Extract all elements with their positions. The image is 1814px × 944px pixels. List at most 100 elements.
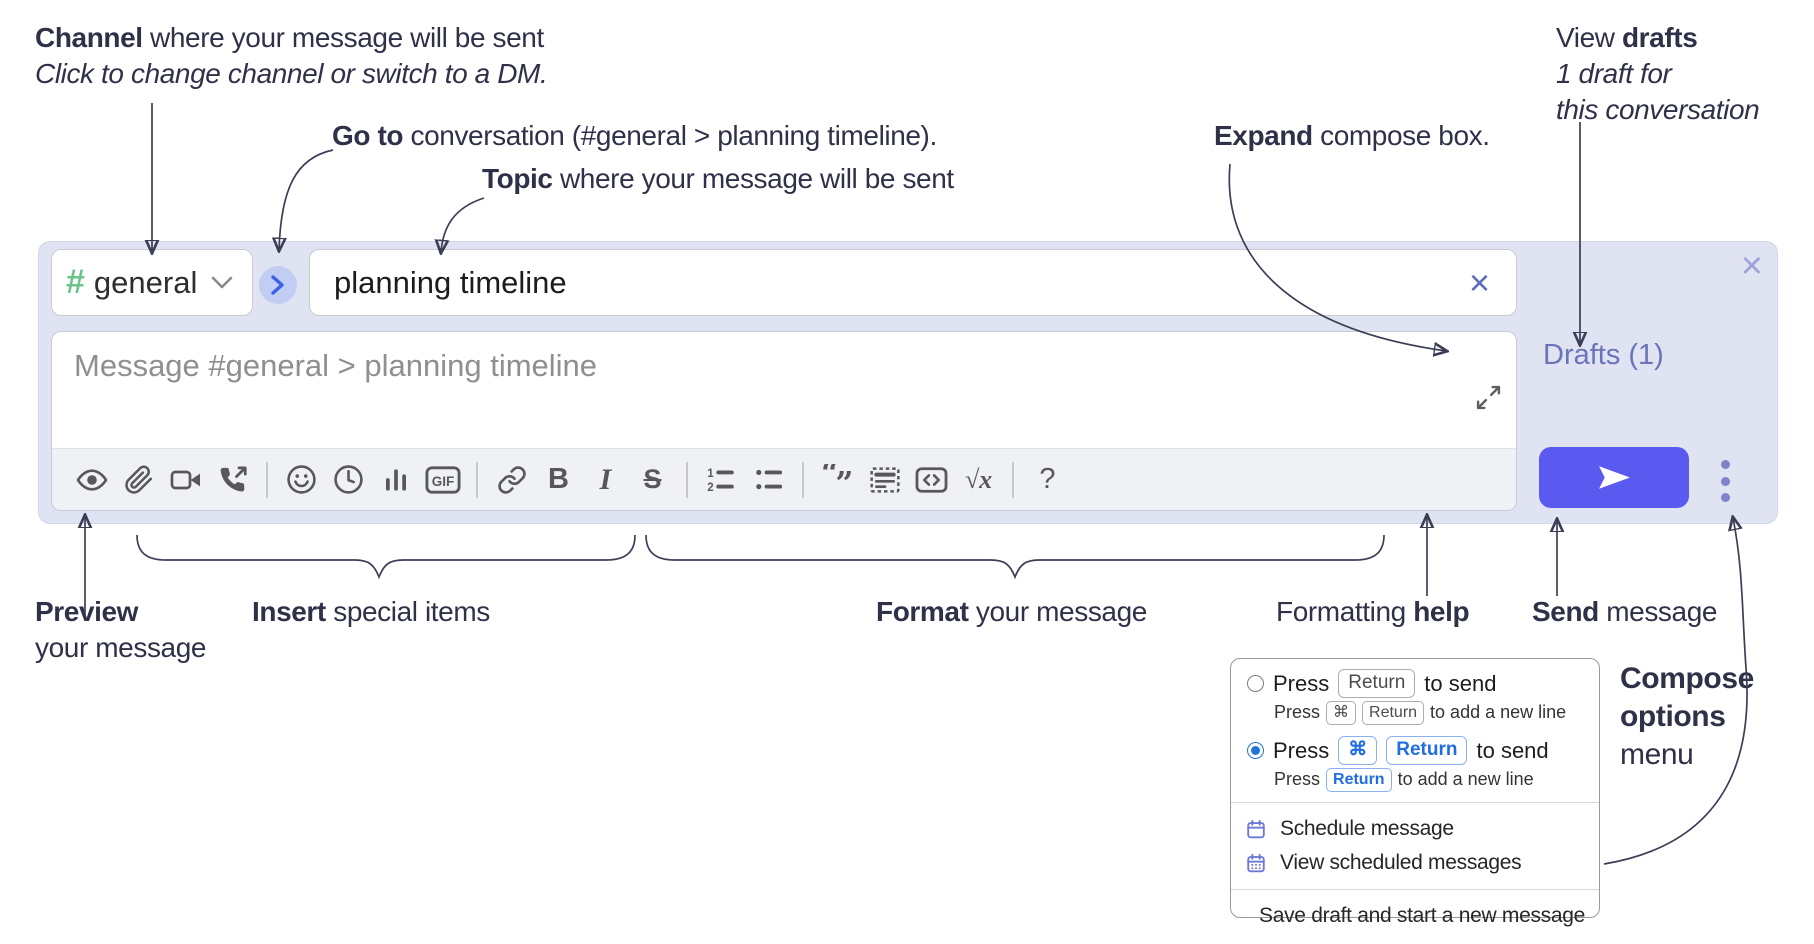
toolbar-divider (476, 461, 478, 498)
menu-item-schedule-message[interactable]: Schedule message (1231, 812, 1599, 846)
svg-text:”: ” (835, 466, 853, 496)
svg-text:2: 2 (707, 481, 713, 494)
numbered-list-icon: 1 2 (707, 467, 734, 494)
global-time-button[interactable] (325, 456, 372, 504)
compose-box: # general planning timeline × × Message … (38, 241, 1778, 524)
expand-compose-button[interactable] (1475, 384, 1502, 414)
topic-input[interactable]: planning timeline × (309, 249, 1517, 316)
annotation-preview-bold: Preview (35, 596, 139, 627)
bulleted-list-button[interactable] (745, 456, 792, 504)
bold-button[interactable]: B (535, 456, 582, 504)
send-icon (1598, 466, 1630, 489)
expand-icon (1476, 385, 1501, 410)
numbered-list-button[interactable]: 1 2 (698, 456, 745, 504)
gif-button[interactable]: GIF (419, 456, 466, 504)
bulleted-list-icon (756, 469, 783, 490)
help-label: ? (1039, 463, 1056, 495)
preview-button[interactable] (68, 456, 115, 504)
drafts-link[interactable]: Drafts (1) (1543, 339, 1664, 371)
brace-insert-group (136, 534, 636, 580)
return-key: Return (1326, 767, 1392, 792)
annotation-preview-rest: your message (35, 632, 207, 663)
strikethrough-button[interactable]: S (629, 456, 676, 504)
channel-name: general (93, 264, 198, 300)
ellipsis-dot (1720, 476, 1730, 486)
annotation-channel-sub: Click to change channel or switch to a D… (35, 58, 548, 89)
code-icon (915, 466, 948, 493)
option1-sub-tail: to add a new line (1430, 702, 1567, 722)
return-key: Return (1338, 669, 1416, 698)
annotation-expand-bold: Expand (1214, 120, 1313, 151)
annotation-expand: Expand compose box. (1214, 118, 1490, 154)
math-button[interactable]: √x (955, 456, 1002, 504)
bar-chart-icon (385, 468, 406, 491)
emoji-button[interactable] (278, 456, 325, 504)
italic-button[interactable]: I (582, 456, 629, 504)
annotation-format: Format your message (876, 594, 1147, 630)
strikethrough-label: S (643, 464, 662, 494)
ellipsis-dot (1720, 493, 1730, 502)
annotation-topic: Topic where your message will be sent (482, 161, 954, 197)
annotation-goto-rest: conversation (#general > planning timeli… (403, 120, 937, 151)
code-button[interactable] (908, 456, 955, 504)
message-input[interactable]: Message #general > planning timeline (51, 331, 1517, 511)
quote-button[interactable]: “ ” (814, 456, 861, 504)
message-placeholder: Message #general > planning timeline (74, 348, 598, 383)
topic-clear-button[interactable]: × (1468, 261, 1490, 303)
topic-value: planning timeline (334, 264, 567, 300)
formatting-help-button[interactable]: ? (1024, 456, 1071, 504)
send-button[interactable] (1539, 447, 1689, 508)
compose-options-button[interactable] (1707, 458, 1743, 504)
smiley-icon (287, 465, 316, 494)
menu-option-cmd-enter-sends[interactable]: Press ⌘ Return to send (1231, 735, 1599, 766)
poll-button[interactable] (372, 456, 419, 504)
calendar-grid-icon (1247, 853, 1265, 872)
command-key: ⌘ (1326, 700, 1357, 725)
gif-icon: GIF (425, 465, 460, 494)
italic-label: I (599, 462, 612, 496)
compose-options-menu: Press Return to send Press ⌘ Return to a… (1230, 658, 1600, 927)
bold-label: B (548, 463, 569, 495)
option1-press: Press (1273, 670, 1330, 696)
chevron-down-icon (212, 276, 233, 288)
annotation-insert-rest: special items (325, 596, 490, 627)
spoiler-button[interactable] (861, 456, 908, 504)
link-icon (497, 465, 526, 494)
radio-unselected[interactable] (1247, 675, 1264, 692)
brace-format-group (645, 534, 1385, 580)
annotation-channel-bold: Channel (35, 22, 143, 53)
annotation-send-bold: Send (1532, 596, 1599, 627)
link-button[interactable] (488, 456, 535, 504)
annotation-compose-menu-l1: Compose (1620, 662, 1754, 695)
attach-file-button[interactable] (115, 456, 162, 504)
chevron-right-icon (271, 275, 284, 295)
menu-item-label: Schedule message (1280, 817, 1454, 840)
annotation-preview: Preview your message (35, 594, 206, 666)
compose-toolbar: GIF B I S (52, 448, 1516, 510)
toolbar-divider (1012, 461, 1014, 498)
radio-selected[interactable] (1247, 742, 1264, 759)
annotation-format-rest: your message (968, 596, 1147, 627)
menu-item-label: Save draft and start a new message (1259, 904, 1585, 927)
menu-divider (1231, 802, 1599, 803)
annotation-expand-rest: compose box. (1312, 120, 1490, 151)
calendar-icon (1247, 819, 1265, 838)
annotation-insert-bold: Insert (252, 596, 326, 627)
annotation-goto: Go to conversation (#general > planning … (332, 118, 937, 154)
return-key: Return (1386, 736, 1468, 765)
menu-item-save-draft[interactable]: Save draft and start a new message (1231, 899, 1599, 933)
video-call-button[interactable] (162, 456, 209, 504)
option1-sub-press: Press (1274, 702, 1321, 722)
connector-goto (279, 149, 334, 250)
compose-close-button[interactable]: × (1741, 244, 1763, 290)
toolbar-divider (802, 461, 804, 498)
annotation-topic-rest: where your message will be sent (552, 163, 954, 194)
go-to-conversation-button[interactable] (259, 266, 297, 304)
menu-item-view-scheduled[interactable]: View scheduled messages (1231, 846, 1599, 880)
option2-sub-press: Press (1274, 769, 1321, 789)
channel-hash-icon: # (66, 263, 85, 301)
voice-call-button[interactable] (209, 456, 256, 504)
channel-selector[interactable]: # general (51, 249, 253, 316)
menu-option-enter-sends[interactable]: Press Return to send (1231, 668, 1599, 699)
annotation-insert: Insert special items (252, 594, 490, 630)
